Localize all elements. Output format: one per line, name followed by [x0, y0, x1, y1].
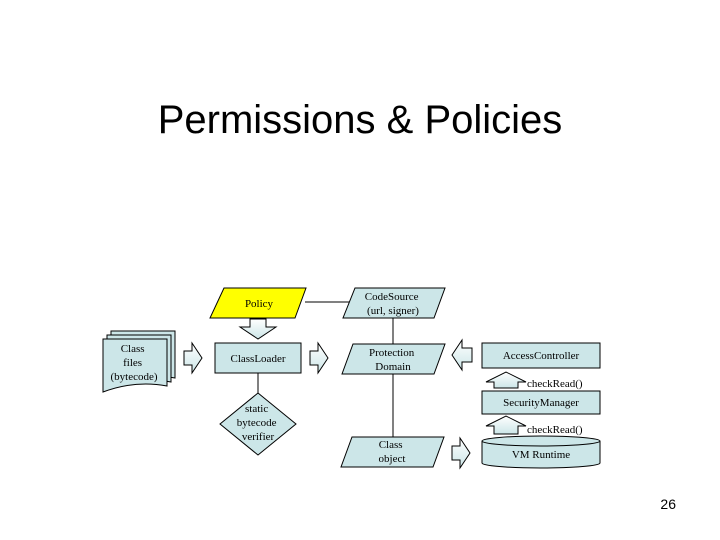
arrow-classfiles-to-classloader — [183, 341, 203, 375]
classloader-node — [214, 342, 302, 374]
class-object-line-1: Class — [379, 439, 403, 451]
check-read-label-2: checkRead() — [527, 424, 583, 436]
verifier-line-1: static — [245, 403, 268, 415]
codesource-line-1: CodeSource — [365, 291, 419, 303]
class-files-line-2: files — [123, 357, 142, 369]
codesource-label: CodeSource (url, signer) — [365, 291, 422, 317]
protection-domain-line-1: Protection — [369, 347, 415, 359]
security-manager-label: SecurityManager — [503, 397, 579, 409]
up-arrow-1 — [485, 371, 527, 389]
class-object-label: Class object — [379, 439, 406, 465]
protection-domain-line-2: Domain — [375, 361, 411, 373]
arrow-classloader-to-domain — [309, 341, 329, 375]
verifier-line-2: bytecode — [237, 417, 277, 429]
codesource-node — [342, 287, 446, 319]
up-arrow-2 — [485, 415, 527, 435]
class-files-label: Class files (bytecode) — [110, 343, 157, 383]
arrow-accesscontroller-to-domain — [451, 338, 473, 372]
protection-domain-label: Protection Domain — [369, 347, 417, 373]
access-controller-label: AccessController — [503, 350, 580, 362]
access-controller-node — [481, 342, 601, 369]
policy-node — [209, 287, 307, 319]
class-object-line-2: object — [379, 453, 406, 465]
verifier-label: static bytecode verifier — [237, 403, 279, 443]
class-files-line-1: Class — [121, 343, 145, 355]
class-object-node — [340, 436, 445, 468]
classloader-label: ClassLoader — [231, 353, 286, 365]
verifier-node — [219, 392, 297, 456]
security-manager-node — [481, 390, 601, 415]
vm-runtime-node — [481, 435, 601, 469]
page-number: 26 — [660, 496, 676, 512]
slide-title: Permissions & Policies — [157, 98, 563, 142]
policy-label: Policy — [245, 298, 274, 310]
vm-runtime-label: VM Runtime — [512, 449, 570, 461]
codesource-line-2: (url, signer) — [367, 305, 419, 317]
class-files-line-3: (bytecode) — [110, 371, 157, 383]
protection-domain-node — [341, 343, 446, 375]
verifier-line-3: verifier — [242, 431, 275, 443]
check-read-label-1: checkRead() — [527, 378, 583, 390]
class-files-node — [102, 330, 176, 393]
arrow-policy-to-classloader — [238, 318, 278, 340]
arrow-classobject-to-vmruntime — [451, 436, 471, 470]
